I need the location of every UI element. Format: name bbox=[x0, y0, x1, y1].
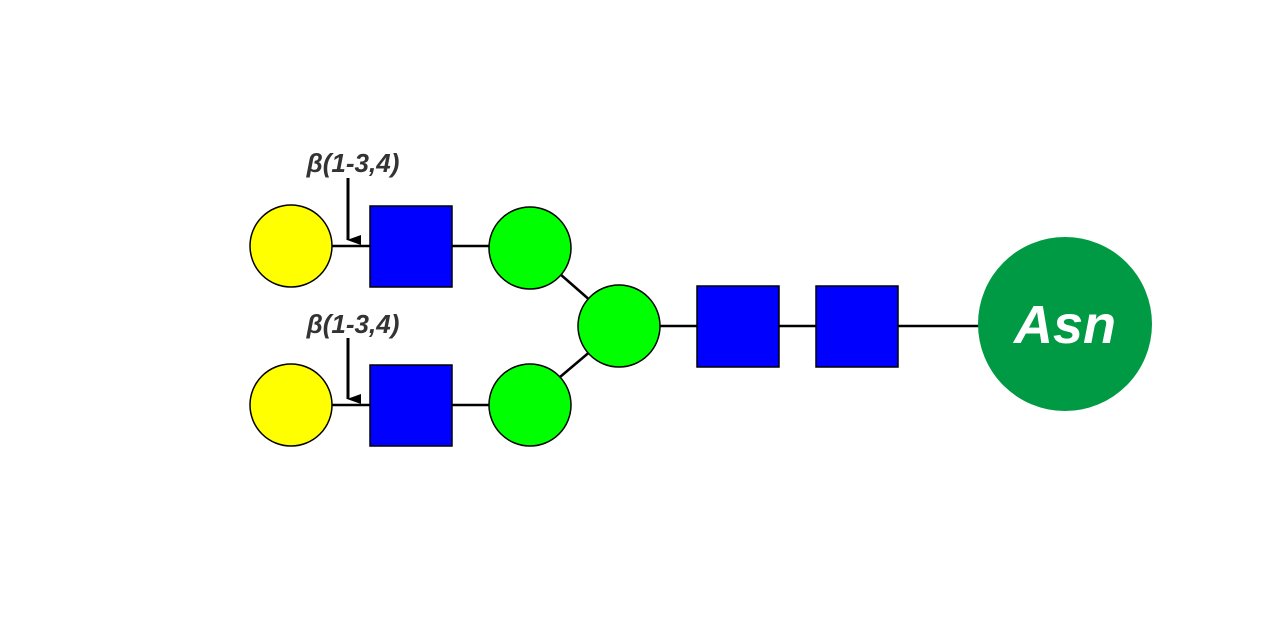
asn-node bbox=[978, 237, 1152, 411]
mannose-lower bbox=[488, 363, 572, 447]
glcnac-core-1 bbox=[696, 285, 780, 368]
linkage-label-lower: β(1-3,4) bbox=[306, 309, 400, 339]
linkage-label-upper: β(1-3,4) bbox=[306, 148, 400, 178]
bond-upper-man-core bbox=[559, 273, 593, 303]
glcnac-core-2 bbox=[815, 285, 899, 368]
mannose-core bbox=[577, 284, 661, 368]
glcnac-lower bbox=[369, 364, 453, 447]
mannose-upper bbox=[488, 206, 572, 290]
bonds bbox=[332, 244, 980, 407]
asn-label: Asn bbox=[1012, 295, 1116, 355]
galactose-upper bbox=[249, 204, 333, 288]
bond-lower-man-core bbox=[559, 349, 593, 378]
glcnac-upper bbox=[369, 205, 453, 288]
galactose-lower bbox=[249, 363, 333, 447]
